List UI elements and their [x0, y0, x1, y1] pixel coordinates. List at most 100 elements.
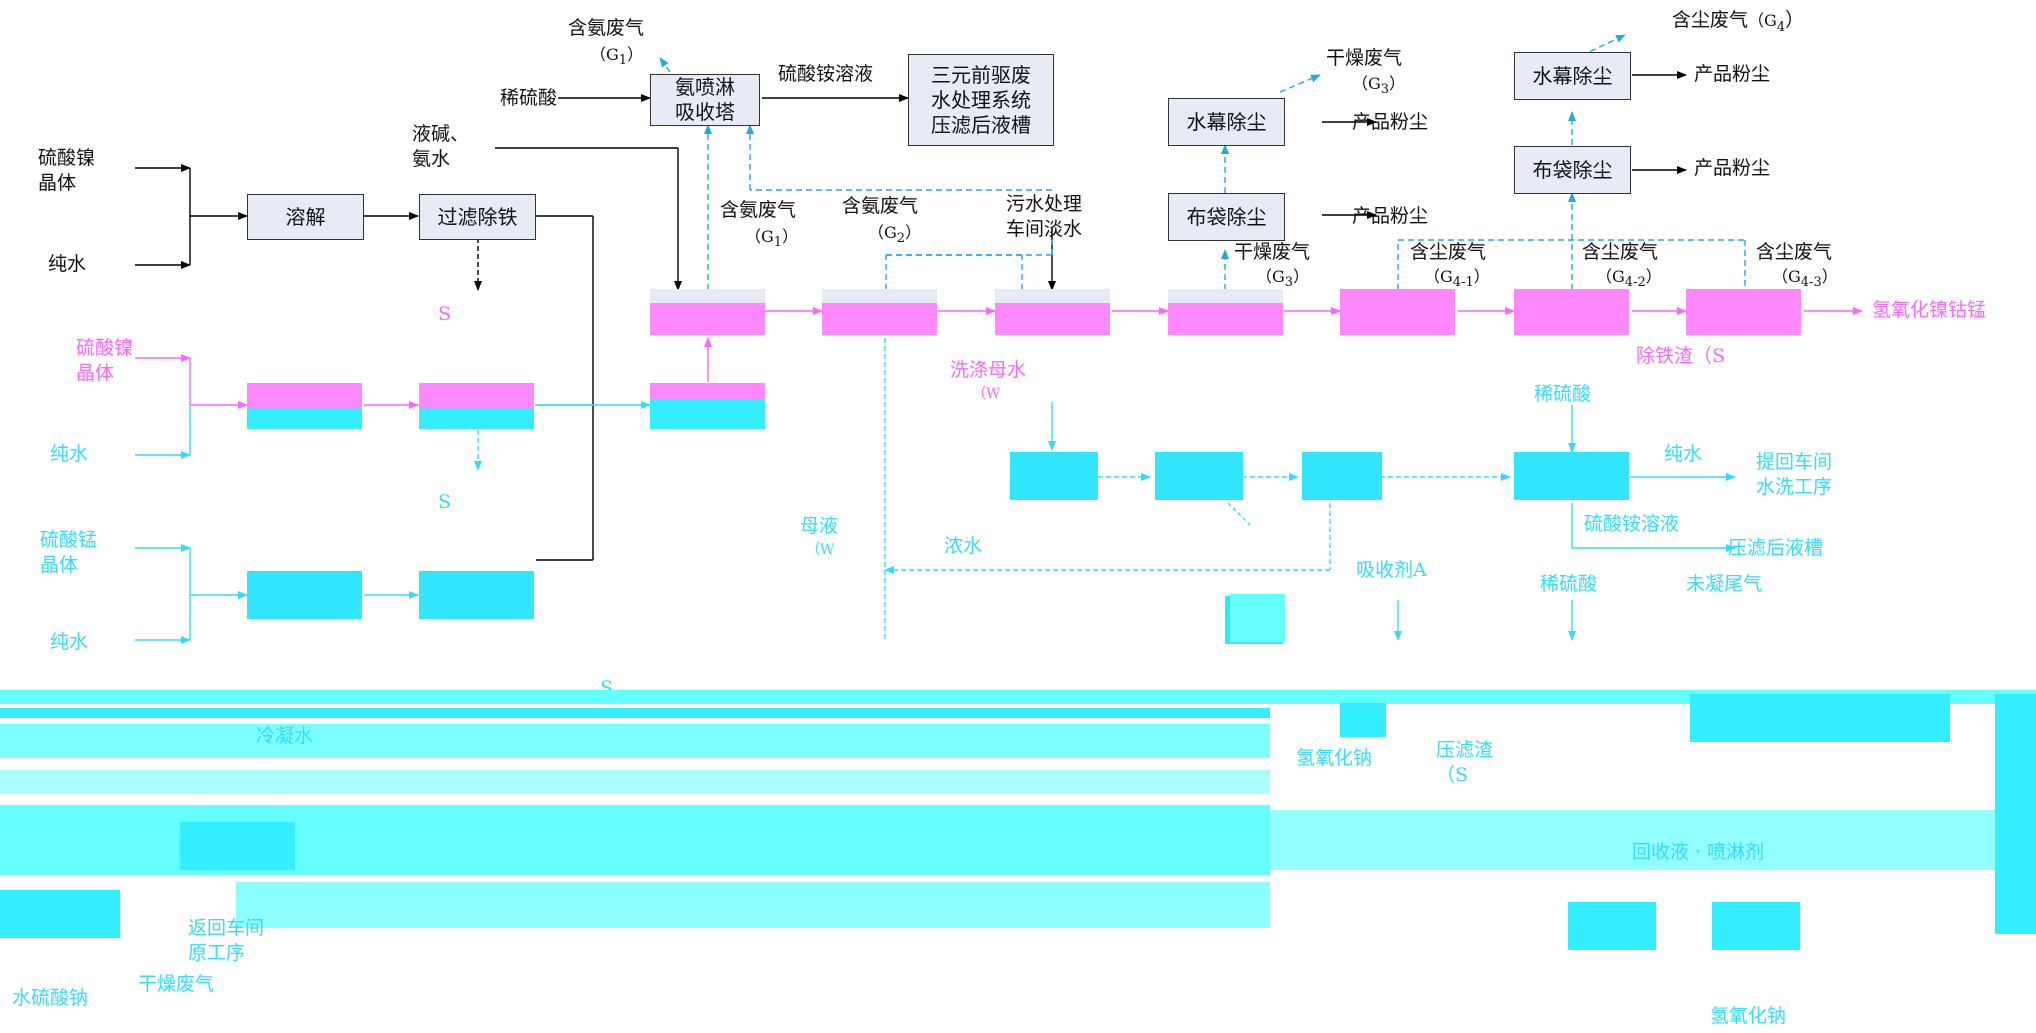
sewage-plant-water-label: 污水处理 车间淡水: [1006, 193, 1083, 240]
return-water-label: 提回车间 水洗工序: [1756, 451, 1833, 498]
g3-top-prefix: （G: [1352, 74, 1381, 93]
pure-water-label: 纯水: [1664, 443, 1703, 465]
ammonia-gas-g1-label: 含氨废气: [720, 199, 797, 221]
dissolve-box: 溶解: [247, 194, 364, 240]
naoh-2-label: 氢氧化钠: [1710, 1005, 1787, 1027]
glitch-band-10: [1568, 902, 1656, 950]
g3-label: （G3）: [1256, 267, 1310, 291]
washing-filter-box: [995, 289, 1110, 335]
dilute-h2so4-2-label: 稀硫酸: [1540, 573, 1598, 595]
g3-top-label: （G3）: [1352, 74, 1406, 98]
g4-subscript: 4: [1776, 19, 1786, 35]
glitch-band-3: [0, 724, 1270, 758]
manganese-filter-box: [419, 571, 534, 619]
water-curtain-box-2: 水幕除尘: [1514, 52, 1631, 100]
drying-box: [1168, 289, 1283, 335]
glitch-band-7: [1270, 810, 2036, 870]
absorbent-a-label: 吸收剂A: [1356, 559, 1427, 581]
mother-liquor-sub-label: （W: [806, 542, 835, 558]
evap-box-3: [1302, 452, 1382, 500]
g43-label: （G4-3）: [1772, 267, 1838, 291]
g2-prefix: （G: [868, 223, 897, 242]
glitch-band-4: [1690, 694, 1950, 742]
iron-removal-box: [1514, 289, 1629, 335]
glitch-band-1: [0, 690, 2036, 704]
g3-top-subscript: 3: [1380, 82, 1390, 98]
g1-top-subscript: 1: [618, 53, 628, 69]
evap-box-1: [1010, 452, 1098, 500]
glitch-band-14: [1230, 594, 1285, 642]
return-process-label: 返回车间 原工序: [188, 917, 265, 964]
mvr-box: [1514, 452, 1629, 500]
anhydrous-label: 回收液 · 喷淋剂: [1632, 841, 1765, 863]
filter-tank-label: 压滤后液槽: [1728, 537, 1824, 559]
glitch-band-11: [1712, 902, 1800, 950]
ammonia-gas-top-label: 含氨废气: [568, 17, 645, 39]
glitch-band-13: [1340, 703, 1386, 737]
dry-gas-top-label: 干燥废气: [1326, 47, 1403, 69]
ammonium-sulfate-liquid-label: 硫酸铵溶液: [1584, 513, 1680, 535]
feed-water-3-label: 纯水: [50, 631, 89, 653]
bag-filter-box-1: 布袋除尘: [1168, 193, 1285, 241]
g41-subscript: 4-1: [1452, 275, 1474, 291]
g42-prefix: （G: [1596, 267, 1625, 286]
packaging-box: [1686, 289, 1801, 335]
g43-prefix: （G: [1772, 267, 1801, 286]
feed-nickel-2-label: 硫酸镍 晶体: [76, 337, 134, 384]
g41-prefix: （G: [1424, 267, 1453, 286]
g3-subscript: 3: [1284, 275, 1294, 291]
wastewater-system-box: 三元前驱废 水处理系统 压滤后液槽: [908, 54, 1054, 146]
lye-ammonia-label: 液碱、 氨水: [412, 123, 470, 170]
concentrate-label: 浓水: [944, 535, 983, 557]
g41-label: （G4-1）: [1424, 267, 1490, 291]
ammonia-gas-g2-label: 含氨废气: [842, 195, 919, 217]
glitch-band-8: [0, 890, 120, 938]
g42-subscript: 4-2: [1624, 275, 1646, 291]
mother-liquor-label: 母液: [800, 515, 839, 537]
product-label: 氢氧化镍钴锰: [1872, 299, 1987, 321]
filter-iron-box: 过滤除铁: [419, 194, 536, 240]
filter-press-label: 压滤渣 （S: [1436, 739, 1494, 786]
product-dust-label-2: 产品粉尘: [1352, 205, 1429, 227]
sodium-sulfate-label: 水硫酸钠: [12, 987, 89, 1009]
mixing-box: [1340, 289, 1455, 335]
glitch-band-15: [1995, 694, 2036, 934]
manganese-dissolve-box: [247, 571, 362, 619]
water-curtain-box-1: 水幕除尘: [1168, 98, 1285, 146]
glitch-band-6: [180, 822, 295, 870]
product-dust-label-1: 产品粉尘: [1352, 111, 1429, 133]
g3-prefix: （G: [1256, 267, 1285, 286]
press-filter-box: [822, 289, 937, 335]
recovery-box: [650, 383, 765, 429]
dust-gas-g4-text: 含尘废气: [1672, 9, 1749, 31]
dust-gas-g43-label: 含尘废气: [1756, 241, 1833, 263]
washing-water-sub-label: （W: [972, 386, 1001, 402]
dust-gas-g4-label: 含尘废气（G4）: [1672, 9, 1805, 35]
g1-subscript: 1: [773, 235, 783, 251]
g1-label: （G1）: [745, 227, 799, 251]
product-dust-label-4: 产品粉尘: [1694, 157, 1771, 179]
bag-filter-box-2: 布袋除尘: [1514, 146, 1631, 194]
filter-box-2: [419, 383, 534, 429]
product-dust-label-3: 产品粉尘: [1694, 63, 1771, 85]
feed-manganese-label: 硫酸锰 晶体: [40, 529, 98, 576]
iron-slag-label: 除铁渣（S: [1636, 345, 1726, 367]
glitch-band-2: [0, 708, 1270, 718]
feed-water-2-label: 纯水: [50, 443, 89, 465]
g4-prefix: （G: [1748, 11, 1777, 30]
dry-gas-g3-label: 干燥废气: [1234, 241, 1311, 263]
glitch-band-9: [236, 882, 1270, 928]
evap-box-2: [1155, 452, 1243, 500]
ammonium-sulfate-solution-label: 硫酸铵溶液: [778, 63, 874, 85]
g43-subscript: 4-3: [1800, 275, 1822, 291]
dust-gas-g41-label: 含尘废气: [1410, 241, 1487, 263]
glitch-band-12: [0, 770, 1270, 794]
g2-label: （G2）: [868, 223, 922, 247]
naoh-label: 氢氧化钠: [1296, 747, 1373, 769]
ammonia-scrubber-box: 氨喷淋 吸收塔: [650, 74, 760, 126]
dust-gas-g42-label: 含尘废气: [1582, 241, 1659, 263]
g1-top-label: （G1）: [590, 45, 644, 69]
noncondensable-label: 未凝尾气: [1686, 573, 1763, 595]
